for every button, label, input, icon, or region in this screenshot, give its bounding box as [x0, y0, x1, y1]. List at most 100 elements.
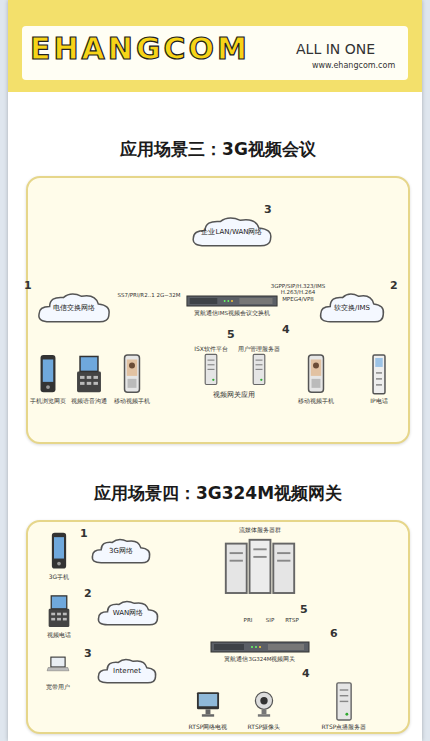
terminal-device: 用户管理服务器 — [236, 345, 282, 387]
connector-line — [112, 308, 186, 310]
connector-line — [239, 322, 250, 345]
network-cloud: Internet — [96, 656, 158, 688]
terminal-device: RTSP网络电视 — [186, 686, 230, 730]
callout-number: 3 — [264, 204, 272, 216]
device-icon — [296, 352, 336, 397]
edge-label: PRI — [239, 617, 257, 623]
device-icon — [70, 352, 108, 397]
node-label: Internet — [107, 668, 147, 676]
connector-line — [330, 328, 343, 352]
device-icon — [236, 352, 282, 387]
text-label: www.ehangcom.com — [312, 62, 395, 71]
node-label: 移动视频手机 — [114, 397, 150, 404]
callout-number: 5 — [300, 604, 308, 616]
node-label: IP电话 — [370, 397, 387, 404]
connector-line — [232, 252, 233, 294]
device-icon — [222, 533, 298, 600]
device-icon — [362, 352, 396, 397]
connector-line — [160, 624, 214, 640]
terminal-device: ISX软件平台 — [190, 345, 232, 387]
edge-label: RTSP — [283, 617, 301, 623]
node-label: 手机浏览网页 — [30, 397, 66, 404]
terminal-device: RTSP摄像头 — [244, 686, 284, 730]
connector-line — [78, 670, 96, 672]
text-label: ALL IN ONE — [296, 42, 375, 57]
connector-line — [90, 328, 112, 354]
device-icon — [38, 650, 78, 683]
connector-line — [229, 668, 246, 686]
terminal-device: 视频电话 — [40, 592, 78, 638]
device-icon — [30, 352, 66, 397]
node-label: 翼航通信3G324M视频网关 — [224, 656, 295, 663]
node-label: 3G网络 — [103, 548, 139, 556]
callout-number: 6 — [330, 628, 338, 640]
node-label: 视频语音沟通 — [71, 397, 107, 404]
node-label: 视频电话 — [47, 631, 71, 638]
gateway-box: 翼航通信3G324M视频网关 — [210, 640, 310, 668]
terminal-device: RTSP点播服务器 — [318, 680, 370, 730]
gateway-box: 翼航通信IMS视频会议交换机 — [186, 294, 278, 322]
connector-line — [158, 661, 210, 668]
connector-line — [260, 600, 261, 640]
device-icon — [44, 530, 74, 573]
callout-number: 2 — [84, 588, 92, 600]
scenario-panel: 应用场景三：3G视频会议企业LAN/WAN网络电信交换网络翼航通信IMS视频会议… — [26, 176, 410, 444]
callout-number: 3 — [84, 648, 92, 660]
node-label: 企业LAN/WAN网络 — [195, 229, 268, 237]
connector-line — [261, 668, 262, 686]
device-icon — [318, 680, 370, 723]
node-label: 宽带用户 — [46, 683, 70, 690]
scenario-title: 应用场景四：3G324M视频网关 — [28, 482, 408, 505]
node-label: ISX软件平台 — [194, 345, 228, 352]
text-label: 视频网关应用 — [186, 392, 282, 399]
connector-line — [282, 600, 283, 640]
terminal-device: 手机浏览网页 — [30, 352, 66, 404]
connector-line — [74, 553, 90, 555]
node-label: 3G手机 — [49, 573, 69, 580]
device-icon — [40, 592, 78, 631]
connector-line — [78, 328, 83, 352]
device-icon — [186, 686, 230, 723]
device-icon — [190, 352, 232, 387]
edge-label: 3GPP/SIP/H.323/IMS H.263/H.264 MPEG4/VP8 — [267, 283, 329, 302]
node-label: RTSP摄像头 — [248, 723, 281, 730]
terminal-device: 宽带用户 — [38, 650, 78, 690]
brand-logo: EHANGCOM — [30, 32, 250, 65]
network-cloud: 3G网络 — [90, 536, 152, 568]
network-cloud: 电信交换网络 — [36, 290, 112, 328]
connector-line — [278, 308, 318, 309]
scenario-panel: 应用场景四：3G324M视频网关3G手机3G网络流媒体服务器群视频电话WAN网络… — [26, 520, 410, 734]
terminal-device: 流媒体服务器群 — [222, 526, 298, 600]
connector-line — [283, 668, 318, 689]
callout-number: 4 — [282, 324, 290, 336]
terminal-device: 移动视频手机 — [296, 352, 336, 404]
terminal-device: 移动视频手机 — [112, 352, 152, 404]
node-label: 移动视频手机 — [298, 397, 334, 404]
edge-label: SIP — [261, 617, 279, 623]
connector-line — [58, 328, 67, 352]
callout-number: 2 — [390, 280, 398, 292]
edge-label: SS7/PRI/R2..1 2G~32M — [113, 292, 185, 298]
connector-line — [238, 600, 239, 640]
node-label: WAN网络 — [107, 610, 150, 618]
device-icon — [112, 352, 152, 397]
callout-number: 4 — [302, 668, 310, 680]
connector-line — [219, 322, 227, 345]
node-label: 翼航通信IMS视频会议交换机 — [194, 310, 270, 317]
network-cloud: 企业LAN/WAN网络 — [190, 214, 274, 252]
node-label: 电信交换网络 — [47, 305, 101, 313]
terminal-device: 视频语音沟通 — [70, 352, 108, 404]
node-label: 流媒体服务器群 — [239, 526, 281, 533]
device-icon — [244, 686, 284, 723]
node-label: 软交换/IMS — [328, 305, 376, 313]
callout-number: 1 — [80, 528, 88, 540]
network-cloud: 软交换/IMS — [318, 290, 386, 328]
connector-line — [78, 614, 96, 615]
node-label: RTSP网络电视 — [189, 723, 228, 730]
callout-number: 1 — [24, 280, 32, 292]
connector-line — [359, 328, 368, 352]
terminal-device: IP电话 — [362, 352, 396, 404]
connector-line — [143, 568, 241, 640]
